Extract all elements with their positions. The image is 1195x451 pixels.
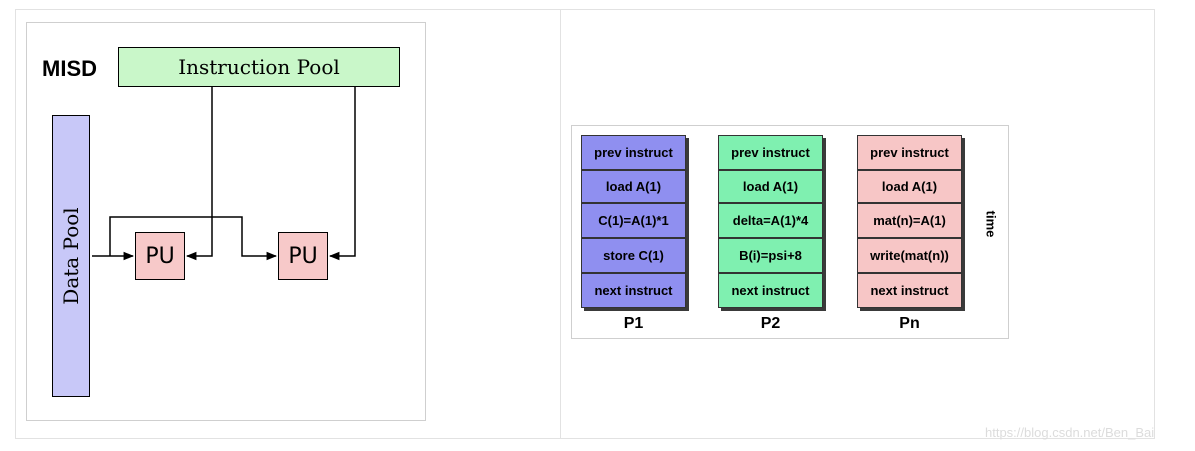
instruction-cell: write(mat(n)) (857, 238, 962, 273)
instruction-cell: mat(n)=A(1) (857, 203, 962, 238)
instruction-cell: prev instruct (581, 135, 686, 170)
instruction-cell: prev instruct (857, 135, 962, 170)
processor-label-p2: P2 (760, 315, 781, 332)
instruction-cell: next instruct (581, 273, 686, 308)
time-axis-label: time (983, 210, 999, 238)
figure-frame (15, 9, 1155, 439)
instruction-cell: load A(1) (718, 170, 823, 203)
instruction-cell: next instruct (857, 273, 962, 308)
pu-1-label: PU (145, 243, 175, 269)
instruction-cell: next instruct (718, 273, 823, 308)
processor-column-p2: prev instruct load A(1) delta=A(1)*4 B(i… (718, 135, 826, 311)
instruction-cell: load A(1) (581, 170, 686, 203)
instruction-cell: load A(1) (857, 170, 962, 203)
processor-column-p1: prev instruct load A(1) C(1)=A(1)*1 stor… (581, 135, 689, 311)
instruction-cell: B(i)=psi+8 (718, 238, 823, 273)
instruction-pool-label: Instruction Pool (178, 55, 340, 79)
processing-unit-1: PU (135, 232, 185, 280)
processor-label-p1: P1 (623, 315, 644, 332)
instruction-to-pu1-path (185, 87, 213, 261)
misd-title: MISD (42, 56, 97, 81)
instruction-cell: prev instruct (718, 135, 823, 170)
instruction-cell: C(1)=A(1)*1 (581, 203, 686, 238)
source-watermark: https://blog.csdn.net/Ben_Bai (985, 425, 1155, 440)
processing-unit-2: PU (278, 232, 328, 280)
pu-2-label: PU (288, 243, 318, 269)
processor-label-pn: Pn (899, 315, 920, 332)
instruction-cell: store C(1) (581, 238, 686, 273)
processor-column-pn: prev instruct load A(1) mat(n)=A(1) writ… (857, 135, 965, 311)
data-pool-box (52, 115, 90, 397)
data-to-pu2-path (109, 216, 278, 261)
misd-diagram-panel (26, 22, 426, 421)
instruction-pool-box: Instruction Pool (118, 47, 400, 87)
instruction-to-pu2-path (328, 87, 356, 261)
instruction-cell: delta=A(1)*4 (718, 203, 823, 238)
panel-divider (560, 9, 561, 439)
